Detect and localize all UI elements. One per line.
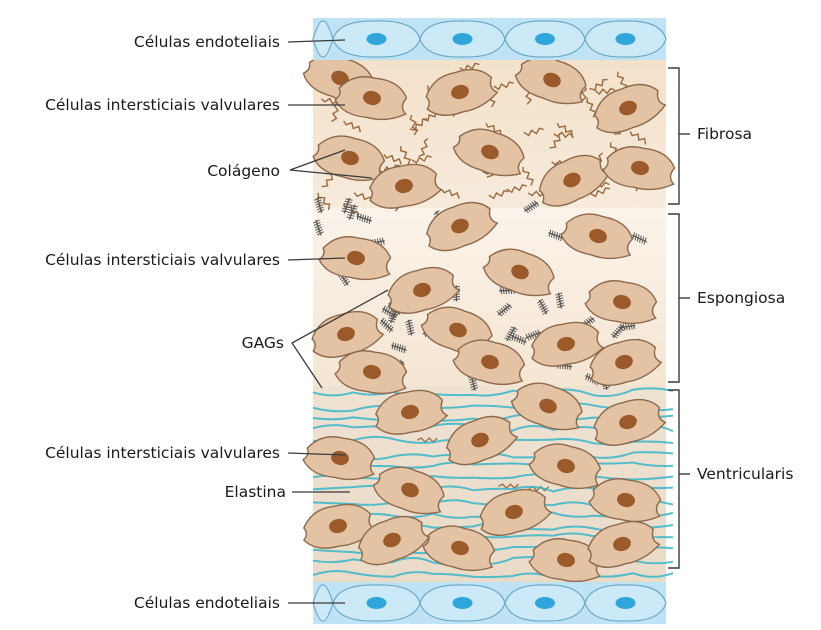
left-labels: Células endoteliais Células intersticiai…	[45, 33, 286, 612]
label-vic-ventricularis: Células intersticiais valvulares	[45, 444, 280, 462]
endothelium-bottom	[313, 582, 666, 624]
endothelial-nucleus	[535, 597, 555, 609]
endothelial-nucleus	[616, 33, 636, 45]
endothelial-nucleus	[367, 597, 387, 609]
endothelial-nucleus	[616, 597, 636, 609]
endothelial-nucleus	[535, 33, 555, 45]
bracket-spongiosa	[668, 214, 679, 382]
label-endothelial-top: Células endoteliais	[134, 33, 280, 51]
endothelial-nucleus	[453, 33, 473, 45]
label-spongiosa: Espongiosa	[697, 289, 785, 307]
label-collagen: Colágeno	[207, 162, 280, 180]
label-endothelial-bottom: Células endoteliais	[134, 594, 280, 612]
layer-brackets	[668, 68, 690, 568]
label-vic-fibrosa: Células intersticiais valvulares	[45, 96, 280, 114]
endothelial-nucleus	[453, 597, 473, 609]
layer-labels: Fibrosa Espongiosa Ventricularis	[697, 125, 793, 483]
label-gags: GAGs	[242, 334, 284, 352]
label-elastin: Elastina	[225, 483, 286, 501]
endothelial-nucleus	[367, 33, 387, 45]
label-fibrosa: Fibrosa	[697, 125, 752, 143]
endothelium-top	[313, 18, 666, 60]
label-vic-spongiosa: Células intersticiais valvulares	[45, 251, 280, 269]
label-ventricularis: Ventricularis	[697, 465, 793, 483]
